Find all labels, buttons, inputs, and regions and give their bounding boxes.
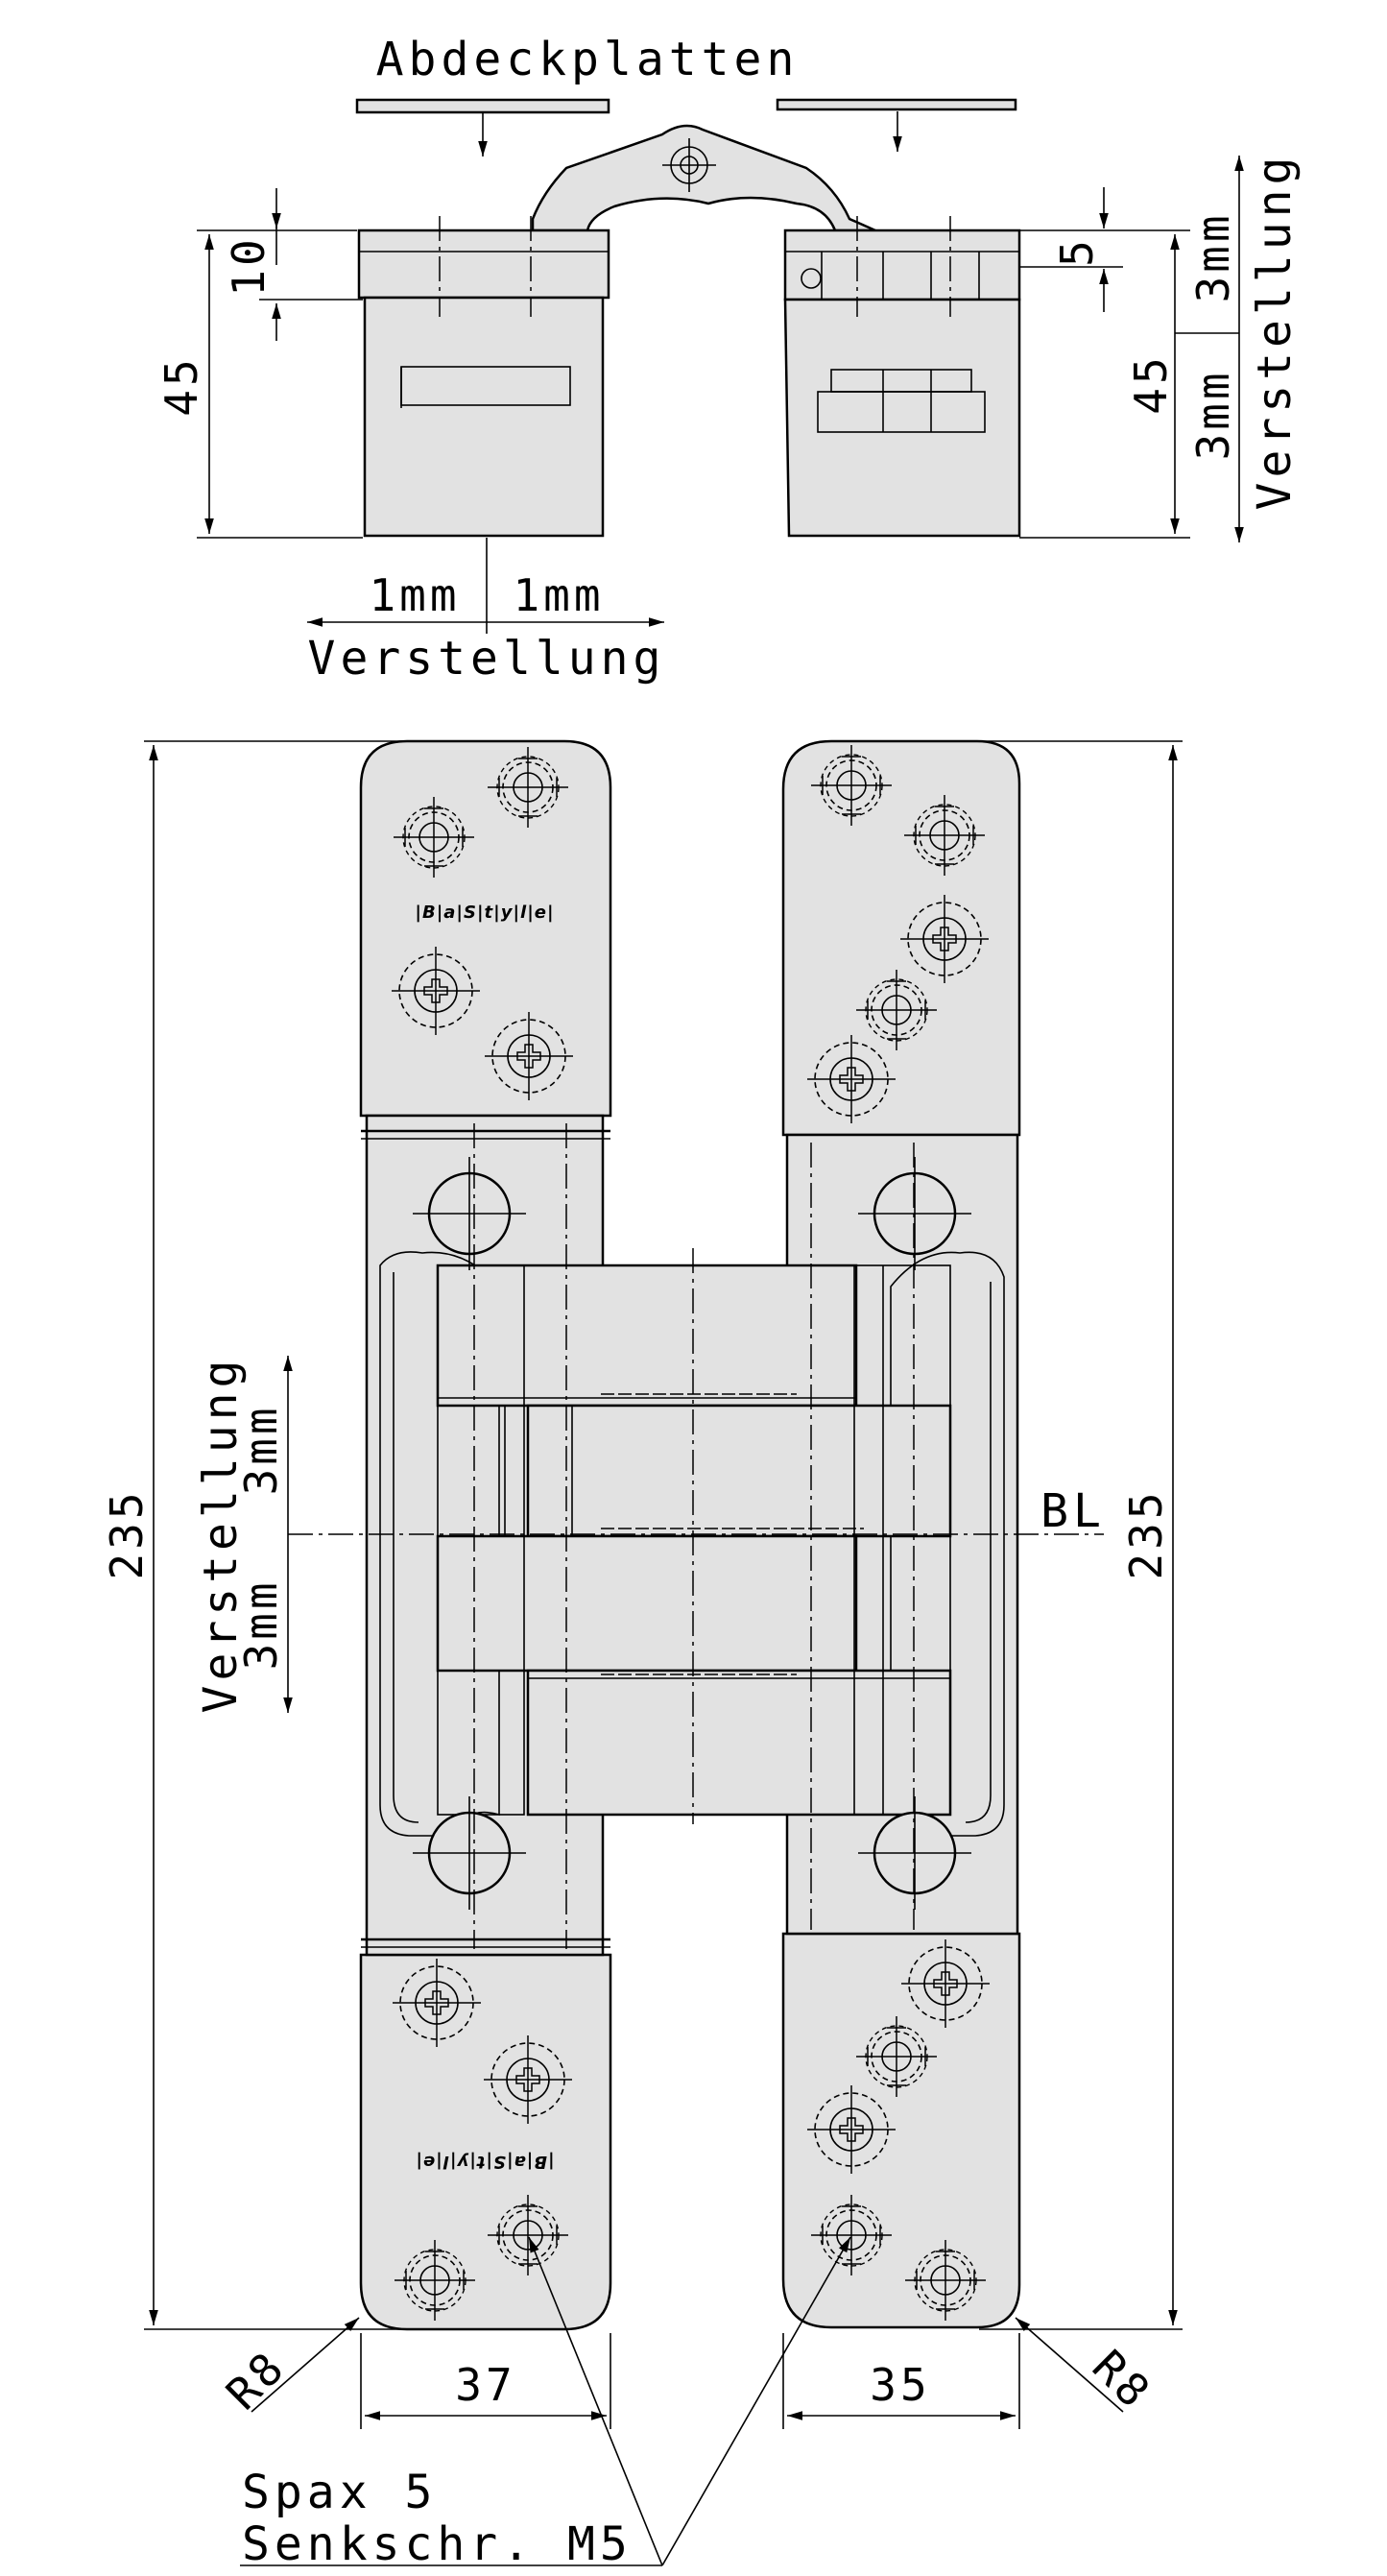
hinge-mechanism	[436, 1264, 952, 1817]
depth-adjust-down: 3mm	[235, 1578, 287, 1670]
screw-callout: Spax 5 Senkschr. M5	[240, 2236, 851, 2571]
left-top-plate	[359, 739, 612, 1118]
hinge-arm	[531, 124, 876, 232]
dim-left-plate-thickness: 10	[223, 235, 275, 296]
dim-right-offset: 5	[1051, 236, 1103, 267]
right-top-plate	[781, 739, 1021, 1137]
axis-label-bl: BL	[1040, 1484, 1106, 1538]
radius-left: R8	[216, 2340, 296, 2420]
front-view: |B|a|S|t|y|l|e| |B|a|S|t|y|l|e| 235 235 …	[101, 739, 1183, 2429]
screw-spec-line2: Senkschr. M5	[242, 2517, 633, 2571]
dim-right-length: 235	[1120, 1488, 1172, 1579]
dim-left-height: 45	[155, 355, 207, 416]
right-frame-plate	[783, 229, 1021, 301]
dim-left-length: 235	[101, 1488, 153, 1579]
dim-right-width: 35	[870, 2359, 930, 2411]
cover-plate-right	[776, 98, 1017, 111]
side-adjust-left: 1mm	[369, 569, 460, 621]
dim-left-width: 37	[455, 2359, 515, 2411]
left-bottom-plate	[359, 1953, 612, 2331]
cover-plates-label: Abdeckplatten	[376, 33, 800, 86]
vertical-adjust-label: Verstellung	[1248, 153, 1302, 511]
cover-plate-left	[355, 98, 610, 114]
brand-logo: |B|a|S|t|y|l|e|	[415, 903, 554, 923]
left-frame-plate	[357, 229, 610, 300]
right-body	[783, 298, 1021, 538]
screw-spec-line1: Spax 5	[242, 2466, 437, 2519]
depth-adjust-up: 3mm	[235, 1404, 287, 1495]
left-body	[363, 296, 605, 538]
brand-logo-rotated: |B|a|S|t|y|l|e|	[415, 2152, 554, 2172]
side-adjust-right: 1mm	[513, 569, 604, 621]
right-bottom-plate	[781, 1932, 1021, 2329]
depth-adjust-label: Verstellung	[194, 1356, 248, 1714]
vertical-adjust-up: 3mm	[1187, 211, 1239, 302]
dim-right-height: 45	[1125, 353, 1177, 414]
side-adjust-label: Verstellung	[308, 632, 666, 686]
vertical-adjust-down: 3mm	[1187, 369, 1239, 460]
radius-right: R8	[1083, 2340, 1162, 2420]
top-view: Abdeckplatten	[155, 33, 1302, 686]
